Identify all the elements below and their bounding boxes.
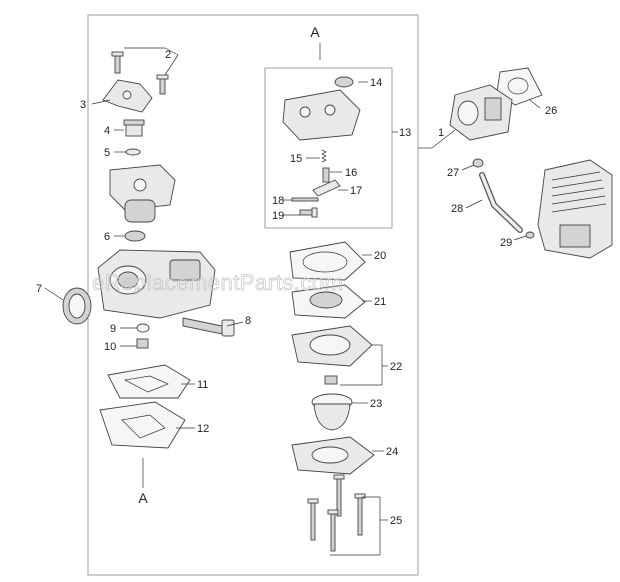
part-4-plug (123, 119, 145, 137)
callout-20: 20 (374, 250, 386, 262)
part-13-cover (282, 89, 361, 141)
part-19-screw (299, 207, 318, 218)
callout-9: 9 (110, 323, 116, 335)
part-15-spring (321, 149, 327, 163)
callout-14: 14 (370, 77, 382, 89)
subassembly-box-13 (264, 67, 393, 229)
part-8-screw (182, 317, 235, 337)
callout-26: 26 (545, 105, 557, 117)
callout-17: 17 (350, 185, 362, 197)
part-2-screws (111, 51, 169, 95)
part-12-diaphragm (99, 401, 186, 449)
callout-24: 24 (386, 446, 398, 458)
section-label-top: A (310, 24, 320, 40)
part-28-tube (479, 172, 523, 233)
part-5-washer (125, 148, 141, 156)
callout-8: 8 (245, 315, 251, 327)
callout-19: 19 (272, 210, 284, 222)
part-23-primer-bulb (311, 393, 353, 431)
part-9-oring (136, 323, 150, 333)
part-16-needle (322, 167, 330, 183)
part-1-carburetor-assembly (449, 84, 513, 141)
callout-28: 28 (451, 203, 463, 215)
part-21-diaphragm (291, 284, 366, 319)
part-11-gasket (107, 364, 191, 399)
callout-29: 29 (500, 237, 512, 249)
callout-15: 15 (290, 153, 302, 165)
callout-7: 7 (36, 283, 42, 295)
callout-25: 25 (390, 515, 402, 527)
part-18-pin (291, 197, 319, 202)
part-10-fitting (136, 338, 149, 349)
callout-21: 21 (374, 296, 386, 308)
callout-2: 2 (165, 49, 171, 61)
callout-27: 27 (447, 167, 459, 179)
callout-18: 18 (272, 195, 284, 207)
callout-6: 6 (104, 231, 110, 243)
part-14-disc (334, 76, 354, 88)
callout-11: 11 (197, 379, 208, 391)
part-26-gasket (496, 67, 543, 106)
callout-12: 12 (197, 423, 209, 435)
carburetor-body (97, 249, 216, 319)
part-17-lever (312, 179, 341, 197)
section-label-bottom: A (138, 490, 148, 506)
part-29-ring (525, 231, 535, 239)
callout-3: 3 (80, 99, 86, 111)
watermark: eReplacementParts.com (92, 270, 343, 295)
callout-5: 5 (104, 147, 110, 159)
engine-block (537, 159, 613, 259)
part-6-seal (124, 230, 146, 242)
callout-13: 13 (399, 127, 411, 139)
part-25-screws (307, 474, 366, 552)
callout-4: 4 (104, 125, 110, 137)
callout-23: 23 (370, 398, 382, 410)
part-20-gasket (289, 241, 366, 281)
callout-22: 22 (390, 361, 402, 373)
pump-body (109, 164, 176, 223)
leader-lines (44, 47, 541, 556)
part-27-ring (472, 158, 484, 168)
part-22-body (291, 325, 373, 385)
part-24-cover (291, 436, 375, 475)
callout-16: 16 (345, 167, 357, 179)
callout-1: 1 (438, 127, 444, 139)
part-7-ring (62, 287, 92, 325)
callout-10: 10 (104, 341, 116, 353)
